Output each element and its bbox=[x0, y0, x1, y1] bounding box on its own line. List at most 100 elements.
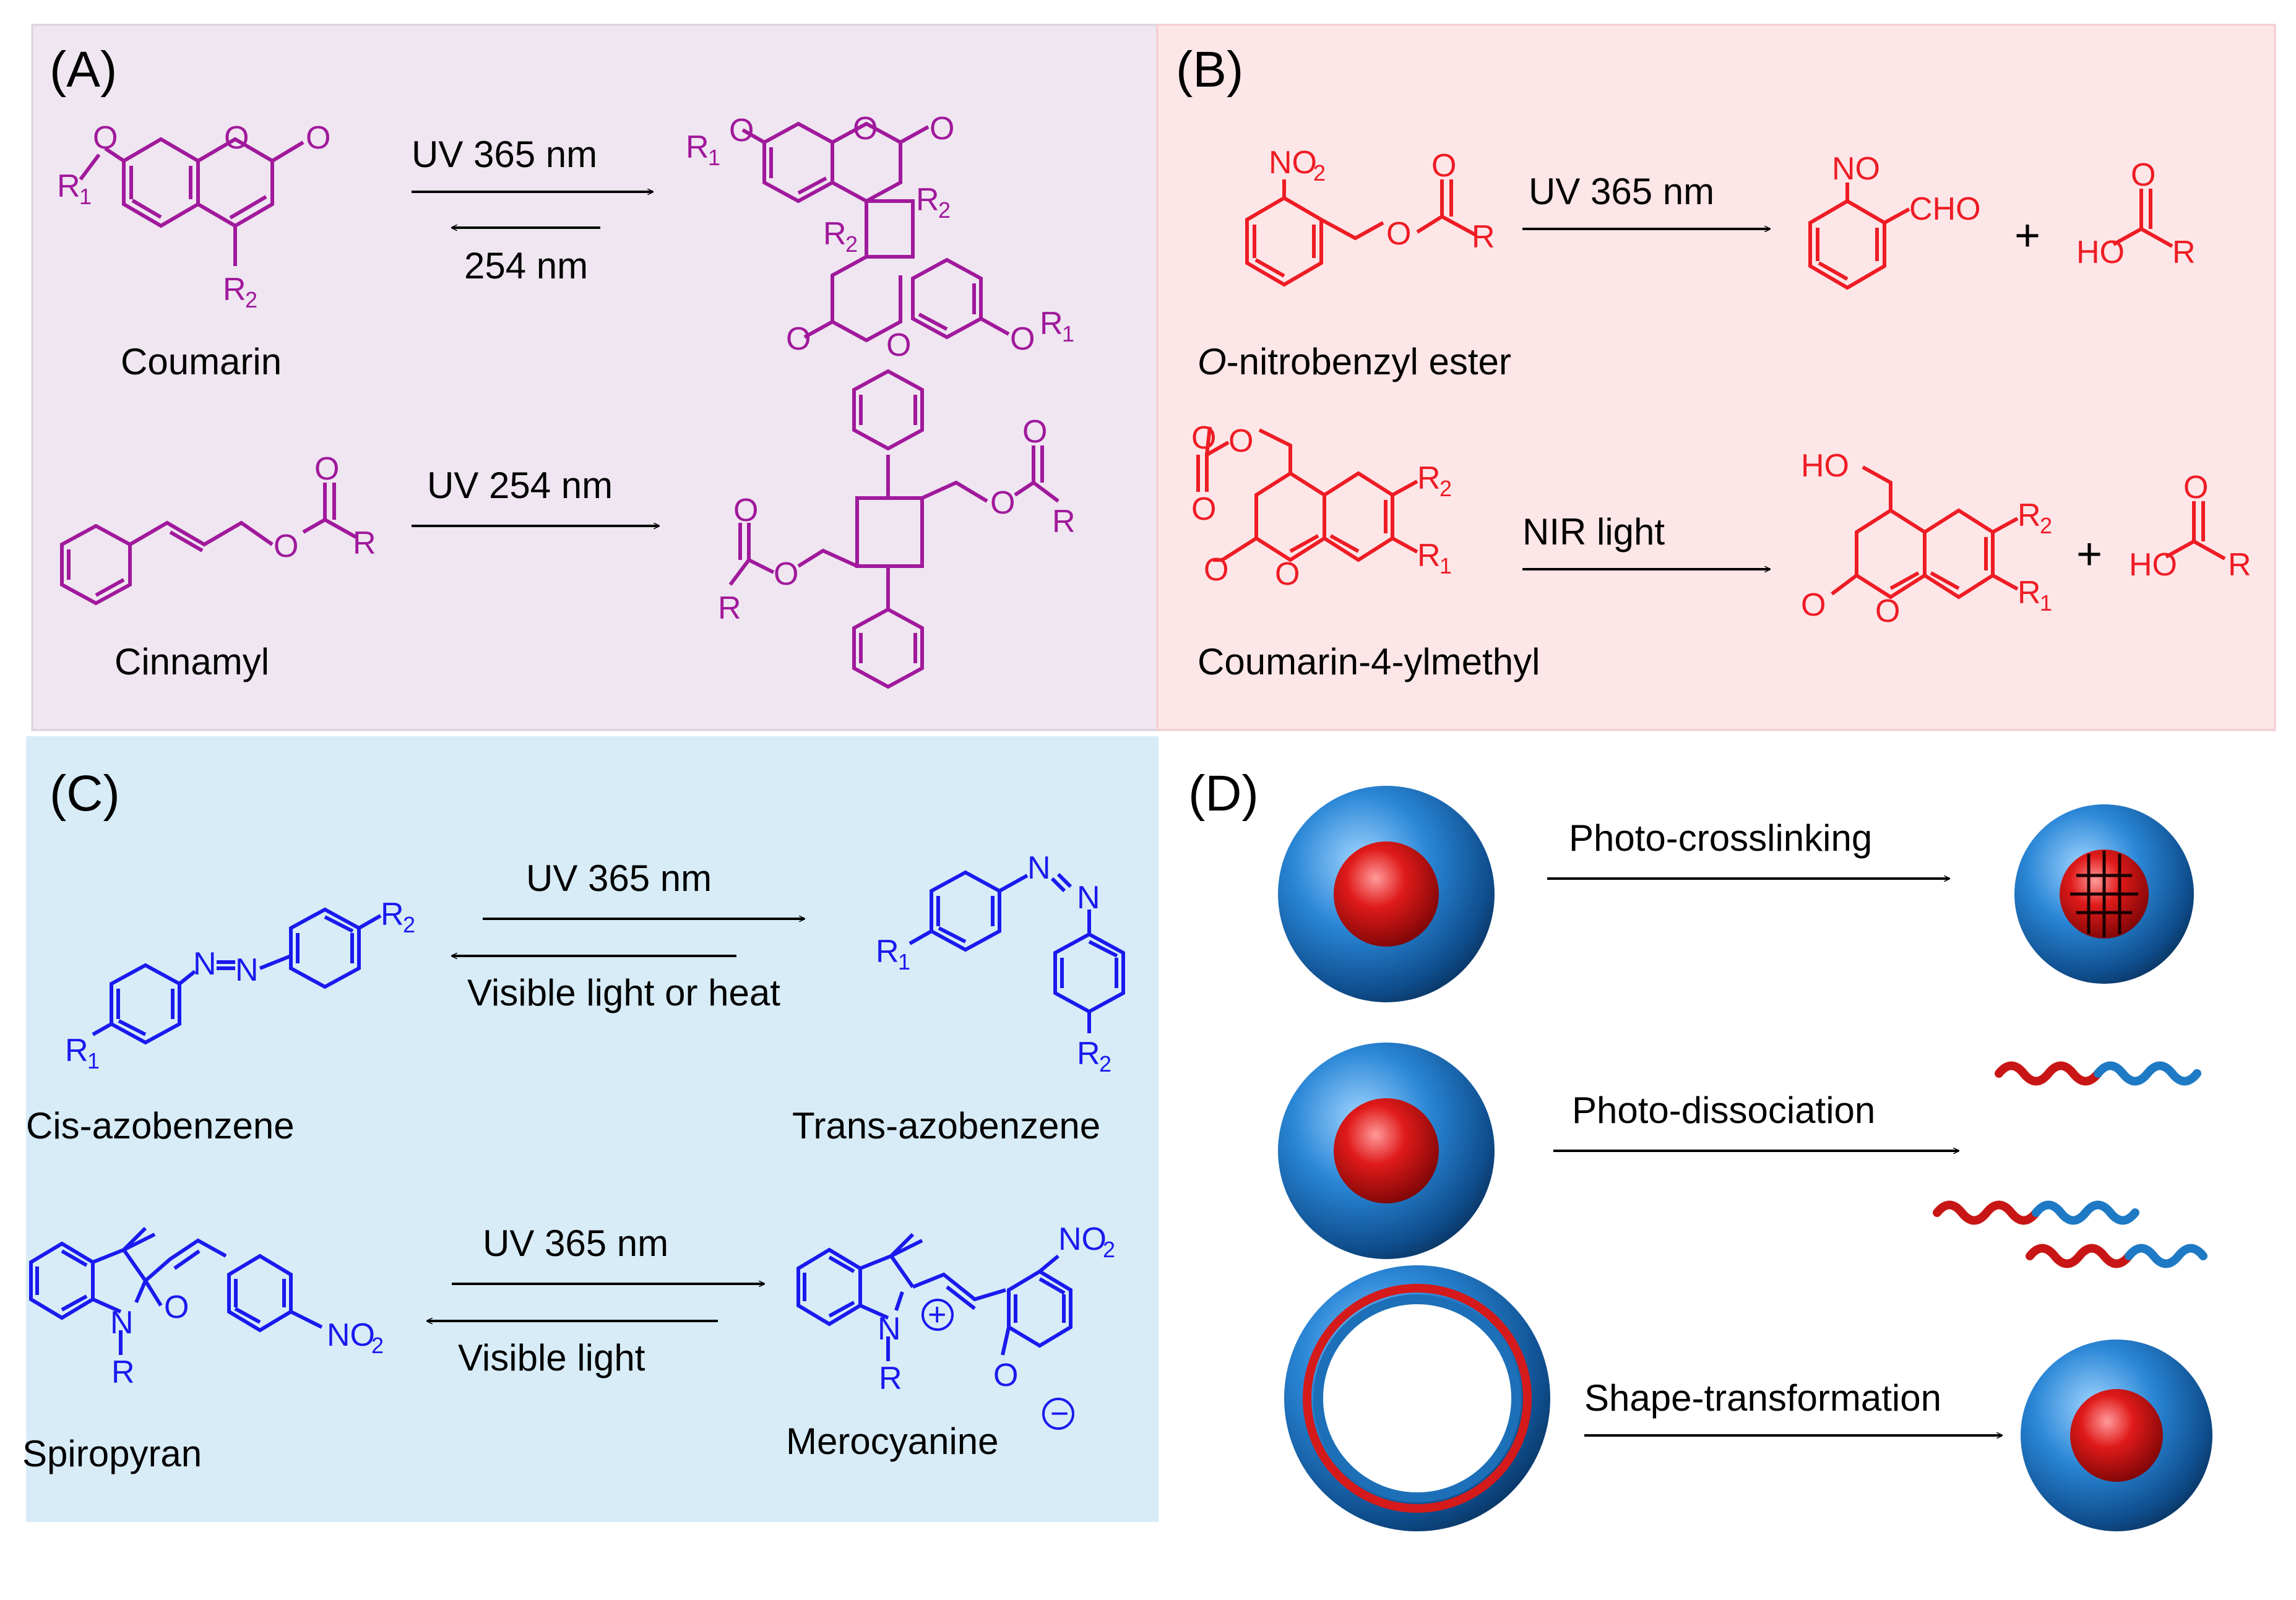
svg-text:O: O bbox=[224, 120, 249, 156]
nitrobenzyl-ester-name: O-nitrobenzyl ester bbox=[1198, 341, 1511, 382]
svg-text:2: 2 bbox=[1439, 476, 1452, 501]
polymer-chain-3-tail bbox=[2125, 1244, 2208, 1268]
svg-text:O: O bbox=[1801, 587, 1826, 623]
svg-text:O: O bbox=[774, 556, 798, 592]
coumarin-dimer-structure bbox=[741, 121, 1010, 343]
svg-text:2: 2 bbox=[1099, 1051, 1111, 1077]
polymer-chain-2 bbox=[1933, 1200, 2040, 1225]
svg-text:O: O bbox=[2131, 157, 2156, 193]
svg-text:O: O bbox=[786, 321, 811, 357]
svg-text:NO: NO bbox=[1269, 145, 1317, 181]
svg-text:N: N bbox=[1027, 850, 1051, 886]
svg-text:O: O bbox=[314, 451, 339, 487]
svg-text:HO: HO bbox=[2129, 547, 2177, 583]
svg-text:1: 1 bbox=[1062, 321, 1074, 346]
svg-text:NO: NO bbox=[327, 1317, 375, 1353]
svg-text:1: 1 bbox=[79, 184, 92, 209]
svg-text:R: R bbox=[65, 1033, 88, 1069]
svg-text:R: R bbox=[2018, 497, 2041, 533]
svg-text:2: 2 bbox=[938, 197, 951, 223]
vesicle-before-transformation bbox=[1284, 1265, 1550, 1531]
svg-text:R: R bbox=[353, 525, 376, 561]
svg-text:O: O bbox=[274, 528, 298, 564]
coumarin-dimer-atoms: O O O R 1 R 2 R 2 O O O R 1 bbox=[686, 111, 1074, 363]
nitrobenzyl-ester-atoms: NO 2 O O R bbox=[1269, 145, 1495, 255]
svg-text:R: R bbox=[2172, 234, 2196, 270]
nitrosobenzaldehyde-structure bbox=[1808, 183, 1910, 290]
svg-text:O: O bbox=[93, 120, 118, 156]
svg-text:O: O bbox=[990, 485, 1015, 521]
cinnamyl-monomer-atoms: O O R bbox=[274, 451, 376, 564]
merocyanine-atoms: N + R O − NO 2 bbox=[878, 1221, 1115, 1432]
svg-text:O: O bbox=[1275, 556, 1300, 592]
polymer-chain-1-tail bbox=[2094, 1061, 2201, 1086]
micelle-after-transformation bbox=[2021, 1340, 2212, 1531]
merocyanine-name: Merocyanine bbox=[786, 1421, 999, 1462]
svg-text:1: 1 bbox=[708, 145, 720, 170]
photo-dissociation-label: Photo-dissociation bbox=[1572, 1090, 1875, 1131]
svg-text:+: + bbox=[928, 1297, 946, 1333]
svg-text:CHO: CHO bbox=[1909, 191, 1981, 227]
svg-text:O: O bbox=[733, 492, 758, 528]
trans-azobenzene-name: Trans-azobenzene bbox=[792, 1105, 1100, 1146]
svg-text:R: R bbox=[823, 216, 847, 252]
svg-text:R: R bbox=[1472, 219, 1495, 255]
cinnamyl-monomer-structure bbox=[60, 483, 357, 606]
svg-text:R: R bbox=[57, 168, 80, 204]
coumarin-4-ylmethyl-forward-condition: NIR light bbox=[1522, 511, 1665, 553]
svg-text:R: R bbox=[381, 897, 404, 932]
shape-transformation-label: Shape-transformation bbox=[1584, 1377, 1941, 1419]
trans-azobenzene-structure bbox=[908, 870, 1125, 1033]
svg-text:2: 2 bbox=[403, 912, 415, 937]
cinnamyl-dimer-atoms: O O R O O R bbox=[718, 414, 1076, 626]
polymer-chain-3 bbox=[2026, 1244, 2133, 1268]
crosslinked-micelle bbox=[2014, 804, 2194, 984]
svg-text:R: R bbox=[2018, 575, 2041, 611]
panel-c-background bbox=[26, 736, 1159, 1522]
svg-text:O: O bbox=[1386, 216, 1411, 252]
polymer-chain-1 bbox=[1995, 1061, 2102, 1086]
svg-text:NO: NO bbox=[1832, 151, 1880, 187]
svg-text:R: R bbox=[1417, 538, 1441, 574]
svg-text:O: O bbox=[729, 113, 754, 148]
nitrobenzyl-ester-structure bbox=[1245, 179, 1477, 287]
azobenzene-reverse-condition: Visible light or heat bbox=[467, 972, 780, 1013]
coumarin-monomer-atoms: O O O R 1 R 2 bbox=[57, 120, 330, 312]
svg-text:2: 2 bbox=[371, 1333, 384, 1358]
svg-text:2: 2 bbox=[1313, 160, 1326, 186]
svg-text:O: O bbox=[1191, 420, 1216, 456]
svg-text:R: R bbox=[2228, 547, 2251, 583]
svg-text:O: O bbox=[1010, 321, 1035, 357]
nitrosobenzaldehyde-atoms: NO CHO bbox=[1832, 151, 1981, 227]
nitrobenzyl-plus-sign: + bbox=[2014, 211, 2040, 260]
coumarin-4-ylmethyl-plus-sign: + bbox=[2076, 530, 2102, 579]
svg-text:2: 2 bbox=[845, 231, 858, 257]
coumarin-4-ylmethyl-name: Coumarin-4-ylmethyl bbox=[1198, 641, 1540, 682]
panel-a-label: (A) bbox=[50, 41, 117, 98]
svg-text:R: R bbox=[916, 182, 939, 218]
panel-b-background bbox=[1156, 24, 2276, 731]
azobenzene-forward-condition: UV 365 nm bbox=[526, 858, 712, 899]
crosslink-grid-icon bbox=[2070, 851, 2138, 937]
coumarin-monomer-structure bbox=[104, 137, 304, 266]
cinnamyl-dimer-structure bbox=[728, 369, 1060, 689]
carboxylic-acid-2-atoms: HO O R bbox=[2129, 470, 2251, 583]
svg-text:R: R bbox=[1040, 306, 1063, 342]
micelle-before-dissociation bbox=[1278, 1043, 1495, 1259]
svg-text:R: R bbox=[718, 590, 741, 626]
hydroxymethyl-coumarin-atoms: HO O O R 2 R 1 bbox=[1801, 448, 2052, 629]
svg-text:N: N bbox=[110, 1305, 134, 1341]
cis-azobenzene-structure bbox=[92, 907, 382, 1045]
svg-text:1: 1 bbox=[1439, 553, 1452, 578]
svg-text:HO: HO bbox=[2076, 234, 2125, 270]
svg-text:O: O bbox=[1431, 148, 1456, 184]
svg-text:N: N bbox=[878, 1311, 901, 1347]
svg-text:R: R bbox=[223, 272, 246, 308]
svg-text:HO: HO bbox=[1801, 448, 1849, 484]
svg-text:R: R bbox=[1417, 460, 1441, 496]
spiropyran-atoms: N O R NO 2 bbox=[110, 1289, 384, 1390]
svg-text:O: O bbox=[993, 1357, 1018, 1393]
panel-b-label: (B) bbox=[1176, 41, 1243, 98]
spiropyran-structure bbox=[29, 1226, 323, 1355]
